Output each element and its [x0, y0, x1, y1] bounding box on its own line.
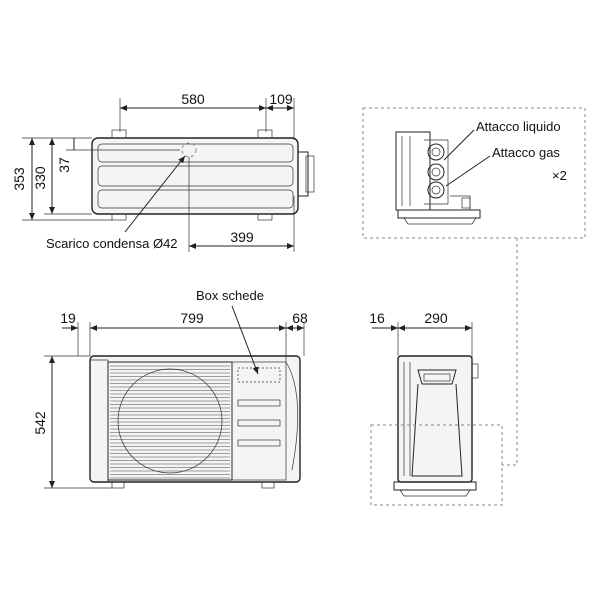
dim-353: 353 — [11, 167, 27, 191]
connection-detail: Attacco liquido Attacco gas ×2 — [362, 107, 586, 466]
dim-542: 542 — [32, 411, 48, 435]
drain-label: Scarico condensa Ø42 — [46, 236, 178, 251]
gas-label: Attacco gas — [492, 145, 560, 160]
box-label: Box schede — [196, 288, 264, 303]
dim-330: 330 — [32, 166, 48, 190]
top-view: 580 109 353 330 37 399 Scarico condensa … — [11, 91, 315, 252]
dim-580: 580 — [181, 91, 205, 107]
front-view: 19 799 68 542 Box schede — [32, 288, 308, 489]
dim-290: 290 — [424, 310, 448, 326]
liquid-label: Attacco liquido — [476, 119, 561, 134]
dim-16: 16 — [369, 310, 385, 326]
multiplier-label: ×2 — [552, 168, 567, 183]
dim-68: 68 — [292, 310, 308, 326]
fan-grille — [110, 365, 230, 479]
dim-109: 109 — [269, 91, 293, 107]
dim-19: 19 — [60, 310, 76, 326]
dim-37: 37 — [56, 157, 72, 173]
dim-399: 399 — [230, 229, 254, 245]
dim-799: 799 — [180, 310, 204, 326]
side-view: 16 290 — [369, 310, 503, 506]
